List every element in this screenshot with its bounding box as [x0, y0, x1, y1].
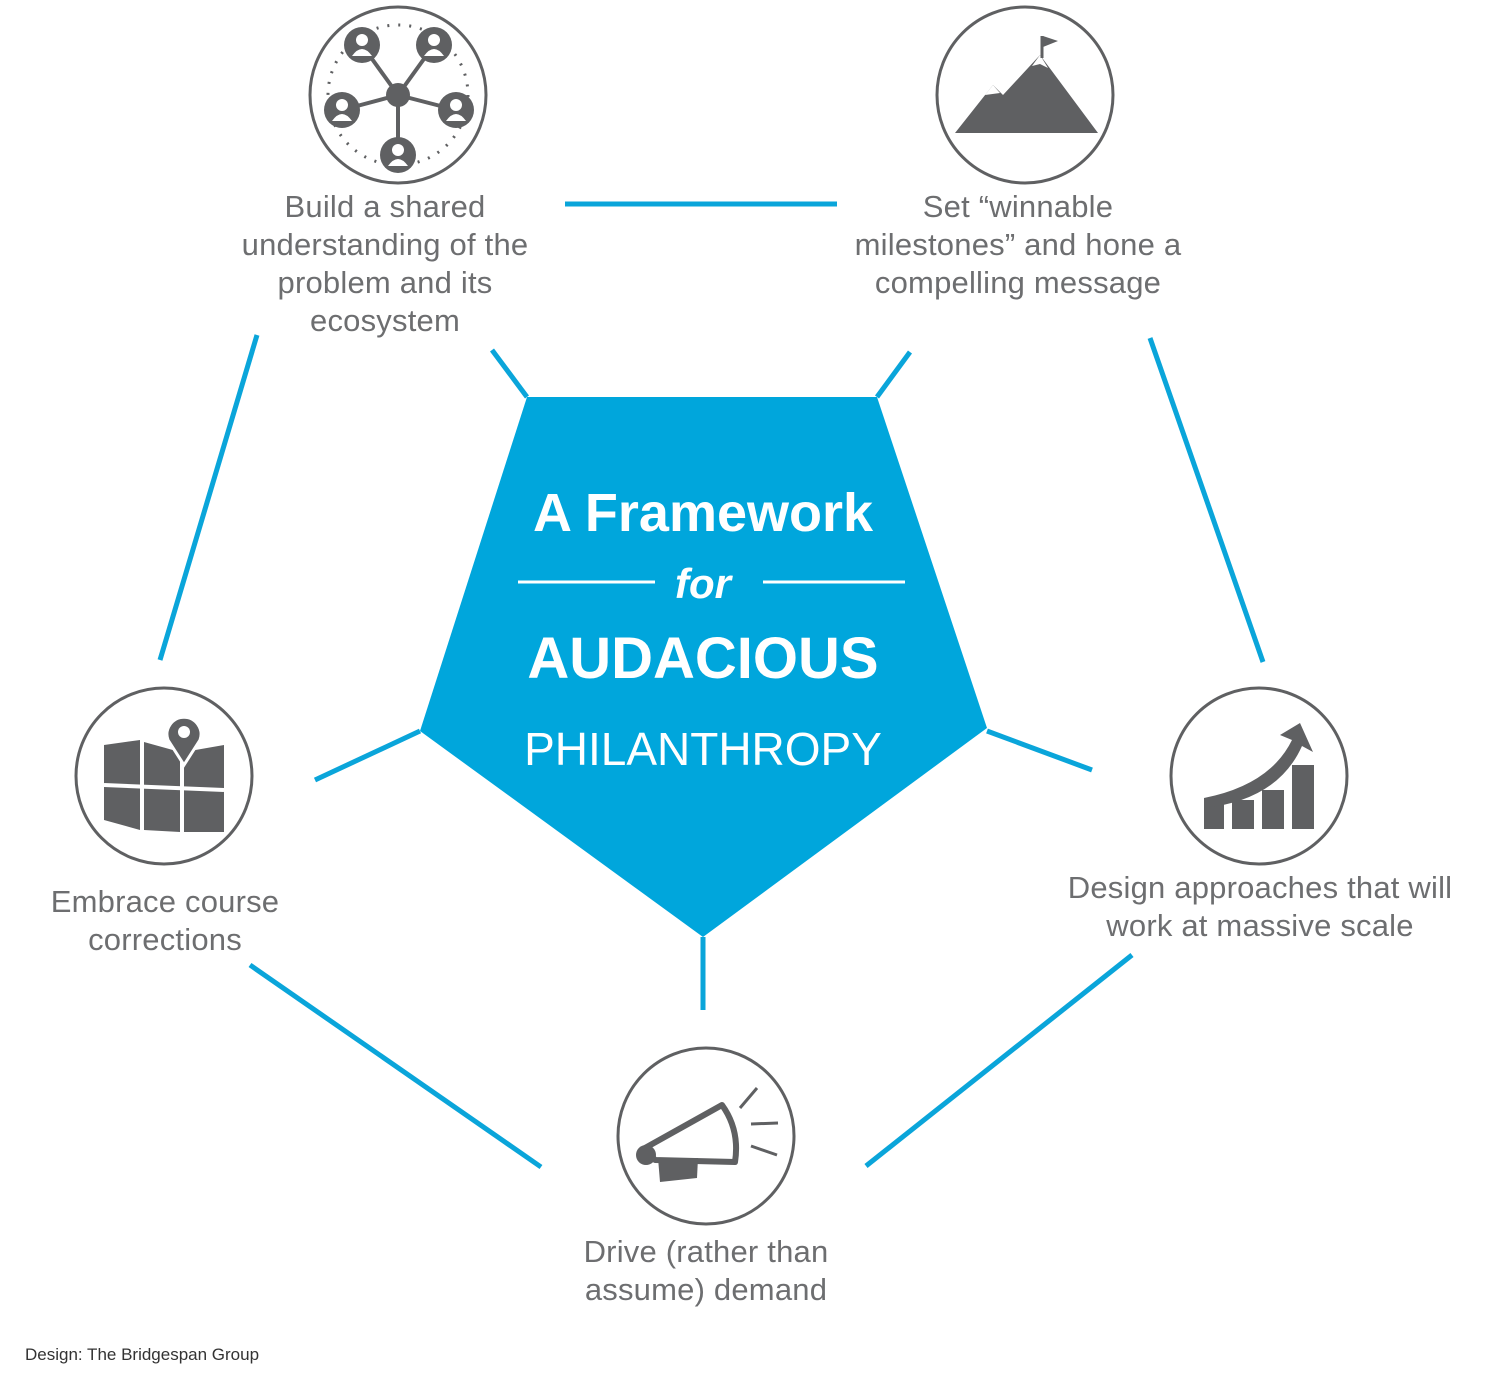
- connector-lines: [157, 201, 1266, 1170]
- mountain-flag-icon: [935, 5, 1115, 185]
- step-label-shared-understanding: Build a shared understanding of the prob…: [241, 189, 529, 338]
- title-line-4: PHILANTHROPY: [524, 723, 882, 775]
- growth-chart-icon: [1169, 686, 1349, 866]
- step-label-winnable-milestones: Set “winnable milestones” and hone a com…: [854, 189, 1182, 300]
- network-people-icon: [308, 5, 488, 185]
- title-line-3: AUDACIOUS: [527, 626, 879, 691]
- title-line-1: A Framework: [532, 483, 874, 543]
- map-pin-icon: [74, 686, 254, 866]
- megaphone-icon: [616, 1046, 796, 1226]
- step-label-drive-demand: Drive (rather than assume) demand: [583, 1234, 829, 1307]
- step-label-course-corrections: Embrace course corrections: [50, 884, 280, 957]
- center-pentagon: [420, 397, 987, 937]
- step-label-massive-scale: Design approaches that will work at mass…: [1067, 870, 1453, 943]
- title-line-2: for: [675, 560, 731, 607]
- design-credit: Design: The Bridgespan Group: [25, 1345, 260, 1364]
